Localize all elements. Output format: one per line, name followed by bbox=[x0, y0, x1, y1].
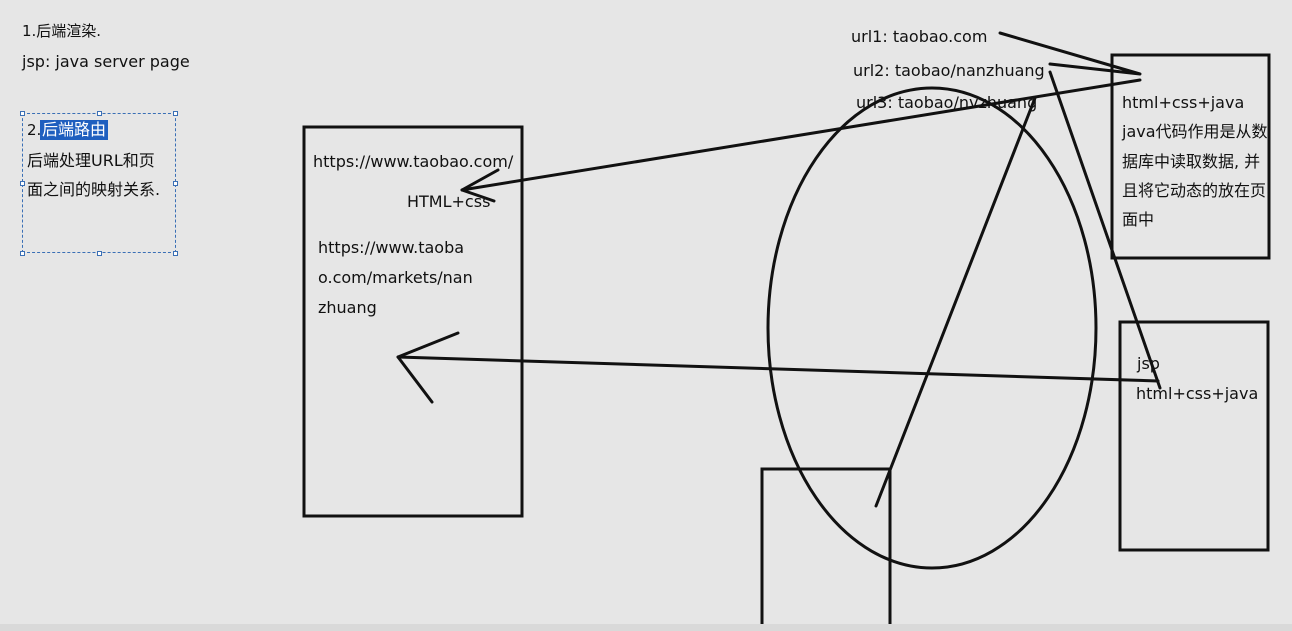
resize-handle-bottom-left[interactable] bbox=[20, 251, 25, 256]
to-left-box-arrow2-head bbox=[396, 331, 460, 404]
right-top-line-1: html+css+java bbox=[1122, 93, 1245, 112]
url2-line bbox=[1048, 70, 1162, 390]
right-bottom-box bbox=[1118, 320, 1270, 552]
right-top-line-2: java代码作用是从数 bbox=[1122, 122, 1268, 141]
left-page-box bbox=[302, 125, 524, 518]
resize-handle-bottom[interactable] bbox=[97, 251, 102, 256]
resize-handle-top-right[interactable] bbox=[173, 111, 178, 116]
url3-label: url3: taobao/nvzhuang bbox=[856, 93, 1038, 112]
selection-line-3: 面之间的映射关系. bbox=[27, 180, 161, 199]
notes-title: 1.后端渲染. bbox=[22, 22, 102, 40]
to-left-box-arrow-shaft bbox=[460, 78, 1142, 192]
notes-jsp-line: jsp: java server page bbox=[22, 52, 190, 71]
left-box-line-2: o.com/markets/nan bbox=[318, 268, 473, 287]
right-top-line-4: 且将它动态的放在页 bbox=[1122, 181, 1267, 200]
url3-line bbox=[874, 96, 1037, 508]
url1-arrow-line bbox=[998, 31, 1142, 76]
routing-ellipse bbox=[766, 86, 1098, 570]
right-bottom-line-2: html+css+java bbox=[1136, 384, 1259, 403]
to-left-box-arrow2-shaft bbox=[396, 355, 1160, 383]
left-box-url: https://www.taobao.com/ bbox=[313, 152, 514, 171]
left-box-tech: HTML+css bbox=[407, 192, 491, 211]
right-bottom-line-1: jsp bbox=[1137, 354, 1160, 373]
resize-handle-right[interactable] bbox=[173, 181, 178, 186]
to-left-box-arrow-head bbox=[460, 168, 500, 203]
left-box-line-3: zhuang bbox=[318, 298, 377, 317]
selection-number: 2. bbox=[27, 121, 42, 139]
selection-line-2: 后端处理URL和页 bbox=[27, 151, 155, 170]
right-top-line-3: 据库中读取数据, 并 bbox=[1122, 152, 1261, 171]
highlighted-heading[interactable]: 后端路由 bbox=[40, 120, 109, 140]
bottom-border-strip bbox=[0, 624, 1292, 631]
right-top-line-5: 面中 bbox=[1122, 210, 1155, 229]
resize-handle-left[interactable] bbox=[20, 181, 25, 186]
resize-handle-top[interactable] bbox=[97, 111, 102, 116]
right-top-box bbox=[1110, 53, 1271, 260]
url1-label: url1: taobao.com bbox=[851, 27, 988, 46]
resize-handle-top-left[interactable] bbox=[20, 111, 25, 116]
left-box-line-1: https://www.taoba bbox=[318, 238, 465, 257]
url2-label: url2: taobao/nanzhuang bbox=[853, 61, 1045, 80]
resize-handle-bottom-right[interactable] bbox=[173, 251, 178, 256]
